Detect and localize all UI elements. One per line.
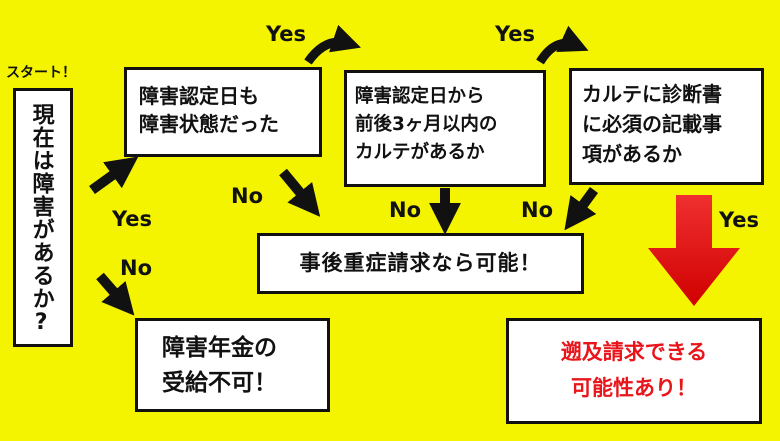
arrow-cert-yes xyxy=(304,24,361,65)
result-ineligible-line: 受給不可！ xyxy=(162,369,277,396)
arrow-main-yes xyxy=(89,156,139,195)
result-jigo-box: 事後重症請求なら可能！ xyxy=(257,233,584,294)
required-entries-line: に必須の記載事 xyxy=(582,112,722,136)
karte-3-months-box: 障害認定日から 前後3ヶ月以内の カルテがあるか xyxy=(344,70,546,187)
arrow-required-yes xyxy=(648,195,740,306)
main-question-text: 現在は障害があるか? xyxy=(28,103,54,336)
result-ineligible-box: 障害年金の 受給不可！ xyxy=(135,318,330,412)
certification-question-box: 障害認定日も 障害状態だった xyxy=(124,67,322,157)
edge-label-karte-no: No xyxy=(389,198,422,222)
arrow-main-no xyxy=(96,272,135,316)
karte-3-months-line: カルテがあるか xyxy=(355,141,485,163)
certification-question-line: 障害認定日も xyxy=(139,84,259,108)
arrow-required-no xyxy=(564,187,599,231)
result-jigo-text: 事後重症請求なら可能！ xyxy=(299,250,542,275)
result-retroactive-line: 遡及請求できる xyxy=(560,340,708,365)
result-retroactive-box: 遡及請求できる 可能性あり！ xyxy=(506,318,762,424)
edge-label-cert-yes: Yes xyxy=(266,22,307,46)
edge-label-cert-no: No xyxy=(231,184,264,208)
required-entries-line: 項があるか xyxy=(582,142,682,166)
required-entries-line: カルテに診断書 xyxy=(582,82,722,106)
edge-label-required-yes: Yes xyxy=(719,208,760,232)
edge-label-required-no: No xyxy=(521,198,554,222)
karte-3-months-line: 障害認定日から xyxy=(355,86,485,107)
edge-label-main-yes: Yes xyxy=(112,207,153,231)
main-question-box: 現在は障害があるか? xyxy=(13,88,73,347)
required-entries-box: カルテに診断書 に必須の記載事 項があるか xyxy=(569,68,764,185)
arrow-cert-no xyxy=(279,168,321,217)
karte-3-months-line: 前後3ヶ月以内の xyxy=(355,113,498,135)
start-label: スタート！ xyxy=(6,65,76,81)
edge-label-main-no: No xyxy=(120,256,153,280)
result-ineligible-line: 障害年金の xyxy=(162,335,277,361)
result-retroactive-line: 可能性あり！ xyxy=(571,376,697,400)
arrow-karte-yes xyxy=(536,25,589,65)
certification-question-line: 障害状態だった xyxy=(139,112,279,137)
edge-label-karte-yes: Yes xyxy=(495,22,536,46)
